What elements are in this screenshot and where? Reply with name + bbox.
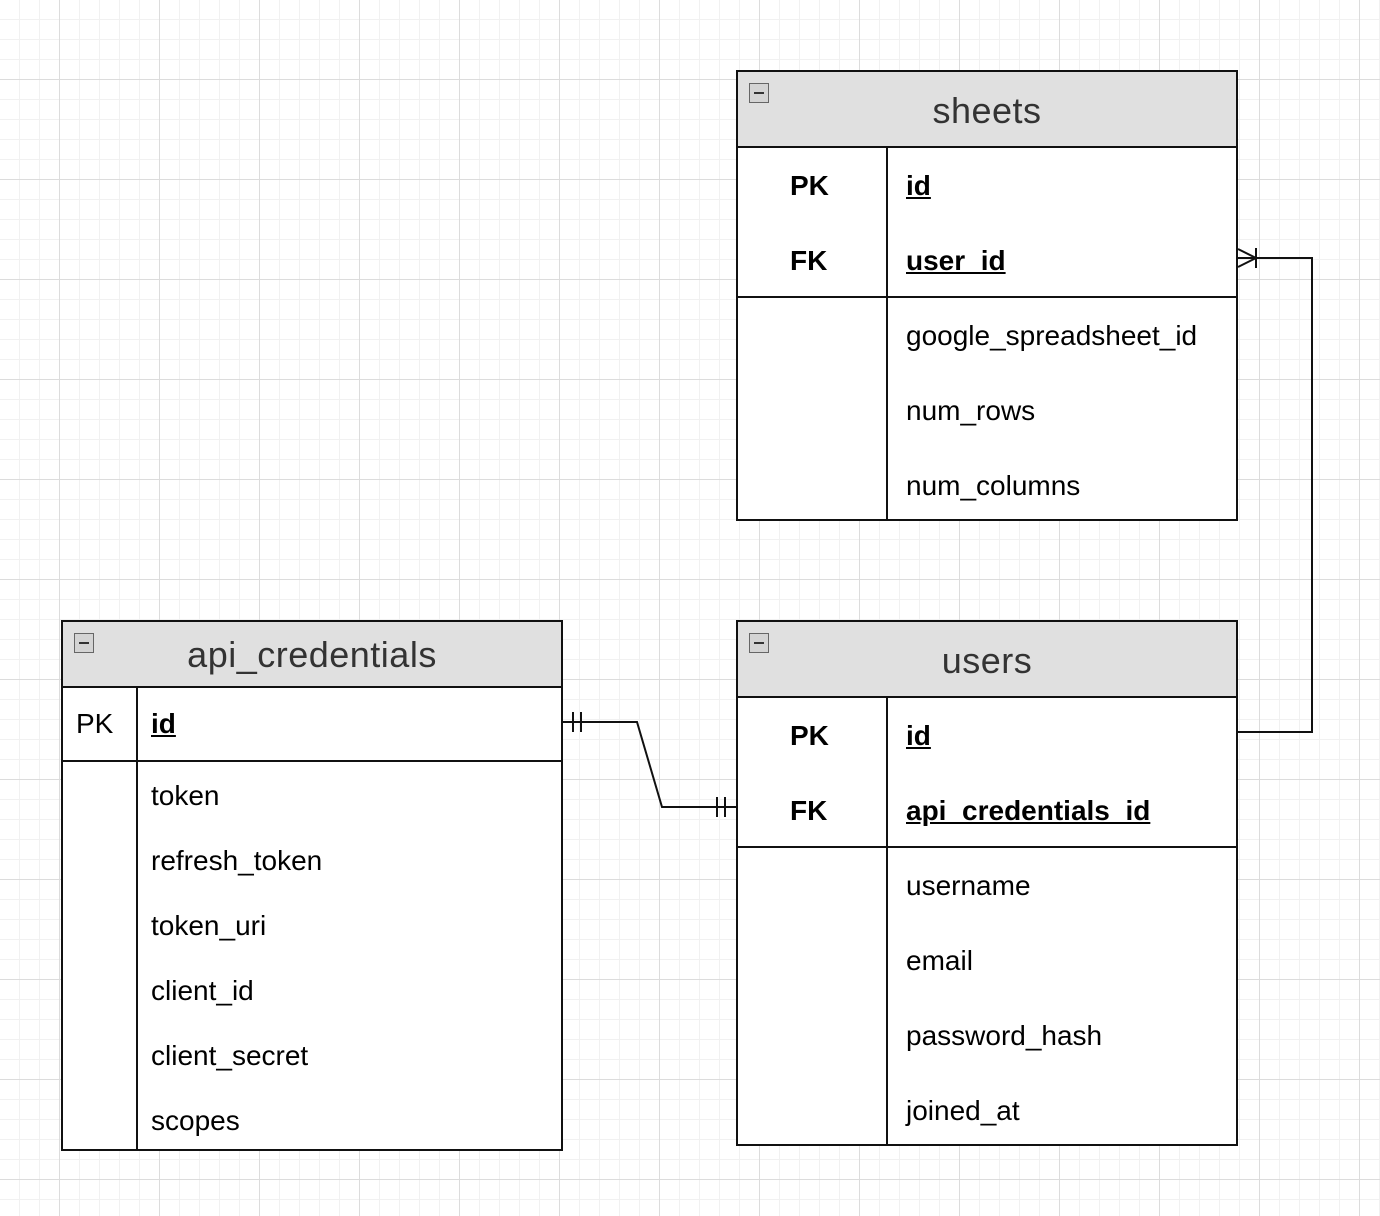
field-token-uri[interactable]: token_uri — [151, 910, 267, 941]
key-type-fk: FK — [790, 245, 828, 276]
entity-sheets[interactable]: sheets PK id FK user_id google_spreadshe… — [736, 70, 1238, 521]
field-num-rows[interactable]: num_rows — [906, 395, 1036, 426]
field-client-secret[interactable]: client_secret — [151, 1040, 309, 1071]
field-api-credentials-id[interactable]: api_credentials_id — [906, 795, 1151, 826]
field-scopes[interactable]: scopes — [151, 1105, 240, 1136]
field-id[interactable]: id — [906, 170, 931, 201]
row-divider — [63, 760, 561, 762]
relationship-api-credentials-users[interactable] — [562, 712, 736, 817]
entity-header[interactable]: sheets — [738, 72, 1236, 148]
entity-title: api_credentials — [187, 634, 437, 675]
field-token[interactable]: token — [151, 780, 220, 811]
column-divider — [136, 686, 138, 1149]
column-divider — [886, 696, 888, 1144]
field-refresh-token[interactable]: refresh_token — [151, 845, 323, 876]
entity-header[interactable]: api_credentials — [63, 622, 561, 688]
key-type-pk: PK — [76, 708, 114, 739]
collapse-icon[interactable] — [749, 633, 769, 653]
field-client-id[interactable]: client_id — [151, 975, 254, 1006]
collapse-icon[interactable] — [749, 83, 769, 103]
field-joined-at[interactable]: joined_at — [906, 1095, 1020, 1126]
key-type-pk: PK — [790, 720, 829, 751]
relationship-users-sheets[interactable] — [1237, 248, 1313, 733]
key-type-fk: FK — [790, 795, 828, 826]
field-google-spreadsheet-id[interactable]: google_spreadsheet_id — [906, 320, 1198, 351]
field-id[interactable]: id — [906, 720, 931, 751]
row-divider — [738, 296, 1236, 298]
field-password-hash[interactable]: password_hash — [906, 1020, 1103, 1051]
field-id[interactable]: id — [151, 708, 176, 739]
field-num-columns[interactable]: num_columns — [906, 470, 1081, 501]
row-divider — [738, 846, 1236, 848]
column-divider — [886, 146, 888, 519]
entity-header[interactable]: users — [738, 622, 1236, 698]
entity-title: sheets — [932, 90, 1042, 131]
field-email[interactable]: email — [906, 945, 973, 976]
collapse-icon[interactable] — [74, 633, 94, 653]
key-type-pk: PK — [790, 170, 829, 201]
entity-users[interactable]: users PK id FK api_credentials_id userna… — [736, 620, 1238, 1146]
entity-api-credentials[interactable]: api_credentials PK id token refresh_toke… — [61, 620, 563, 1151]
field-username[interactable]: username — [906, 870, 1031, 901]
field-user-id[interactable]: user_id — [906, 245, 1006, 276]
entity-title: users — [941, 640, 1033, 681]
